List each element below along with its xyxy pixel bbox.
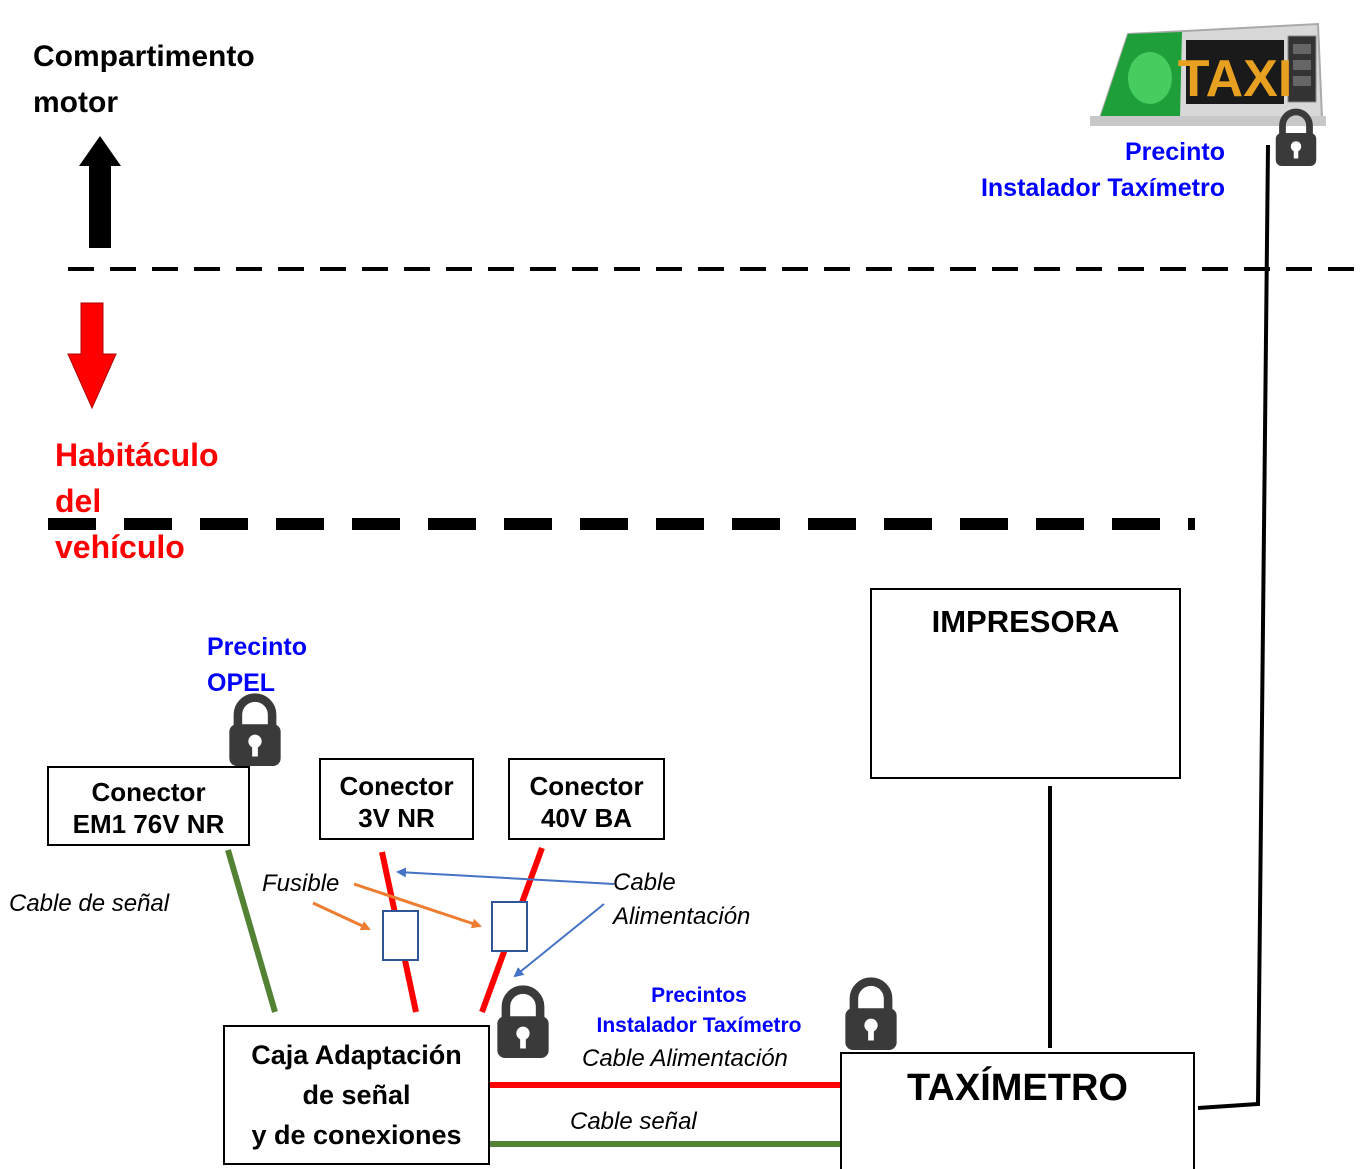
engine-zone-line2: motor: [33, 86, 118, 119]
fuse-40v: [491, 901, 528, 952]
connector-3v-box: Conector 3V NR: [319, 758, 474, 840]
power-arrow-1: [396, 867, 615, 885]
cabin-zone-label: Habitáculo del vehículo: [55, 432, 219, 570]
padlock-icon-opel: [229, 698, 280, 766]
adapter-line1: Caja Adaptación: [251, 1040, 462, 1070]
roof-seal-line2: Instalador Taxímetro: [980, 174, 1225, 202]
fuse-arrow-1: [312, 901, 371, 931]
roof-sign-cable: [1197, 144, 1270, 1110]
connector-3v-line2: 3V NR: [358, 803, 435, 833]
connector-40v-box: Conector 40V BA: [508, 758, 665, 840]
connector-40v-label: Conector 40V BA: [510, 770, 663, 834]
power-cable-bottom-label: Cable Alimentación: [582, 1045, 788, 1072]
power-arrow-2: [513, 903, 605, 978]
connector-40v-line2: 40V BA: [540, 803, 633, 833]
opel-seal-line1: Precinto: [207, 633, 308, 661]
cabin-zone-line3: vehículo: [55, 529, 185, 565]
printer-label: IMPRESORA: [931, 604, 1120, 639]
opel-seal-line2: OPEL: [207, 669, 276, 697]
cabin-zone-line2: del: [55, 483, 102, 519]
adapter-box: Caja Adaptación de señal y de conexiones: [223, 1025, 490, 1165]
installer-seal-label: Precintos Instalador Taxímetro: [565, 981, 833, 1041]
down-arrow-icon: [67, 302, 117, 410]
connector-em1-line2: EM1 76V NR: [72, 809, 225, 839]
padlock-icon-taximeter: [845, 982, 896, 1050]
fuse-3v: [382, 910, 419, 961]
opel-seal-label: Precinto OPEL: [207, 629, 307, 701]
power-cable-label: Cable Alimentación: [613, 866, 750, 934]
roof-seal-line1: Precinto: [1124, 138, 1225, 166]
power-cable-line1: Cable: [613, 869, 676, 896]
adapter-line3: y de conexiones: [251, 1120, 462, 1150]
signal-cable-em1: [225, 849, 278, 1013]
power-cable-line2: Alimentación: [613, 903, 751, 930]
connector-em1-box: Conector EM1 76V NR: [47, 766, 250, 846]
installer-seal-line2: Instalador Taxímetro: [596, 1014, 802, 1037]
adapter-line2: de señal: [302, 1080, 411, 1110]
engine-zone-label: Compartimento motor: [33, 34, 255, 126]
fuse-arrow-2: [353, 882, 482, 929]
cabin-zone-line1: Habitáculo: [55, 437, 219, 473]
printer-box: IMPRESORA: [870, 588, 1181, 779]
signal-cable-left-label: Cable de señal: [9, 890, 170, 917]
connector-3v-label: Conector 3V NR: [321, 770, 472, 834]
connector-em1-label: Conector EM1 76V NR: [49, 776, 248, 840]
taxi-sign-text: TAXI: [1178, 50, 1293, 108]
roof-seal-label: Precinto Instalador Taxímetro: [981, 134, 1225, 206]
connector-40v-line1: Conector: [529, 771, 644, 801]
signal-cable-bottom-label: Cable señal: [570, 1108, 697, 1135]
up-arrow-icon: [79, 136, 121, 248]
taximeter-label: TAXÍMETRO: [907, 1067, 1128, 1109]
engine-zone-line1: Compartimento: [33, 40, 255, 73]
adapter-label: Caja Adaptación de señal y de conexiones: [225, 1035, 488, 1155]
installer-seal-line1: Precintos: [651, 984, 747, 1007]
fuse-label: Fusible: [262, 870, 340, 897]
taxi-roof-sign-icon: [1090, 22, 1326, 126]
connector-3v-line1: Conector: [339, 771, 454, 801]
connector-em1-line1: Conector: [91, 777, 206, 807]
taximeter-box: TAXÍMETRO: [840, 1052, 1195, 1169]
padlock-icon-adapter: [497, 990, 548, 1058]
